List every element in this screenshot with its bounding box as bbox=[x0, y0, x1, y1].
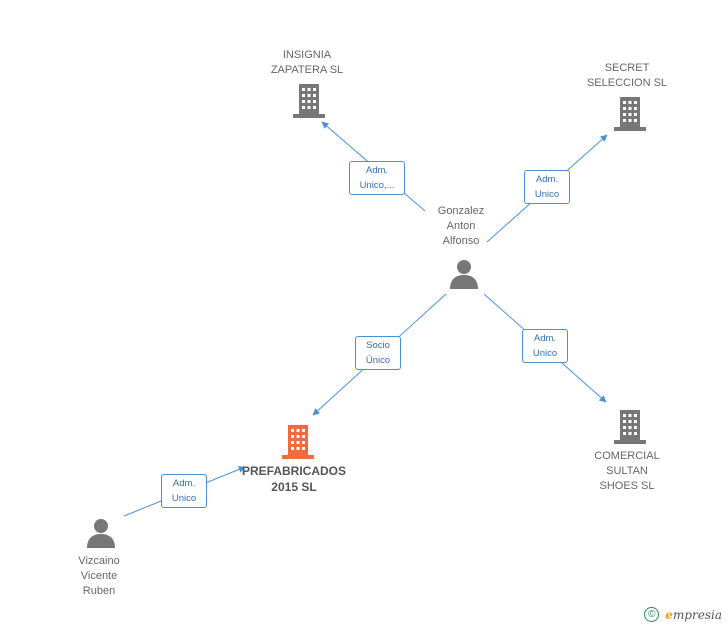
edge-label-comercial[interactable]: Adm. Unico bbox=[522, 329, 568, 363]
company-label-insignia[interactable]: INSIGNIA ZAPATERA SL bbox=[270, 49, 344, 76]
person-icon[interactable] bbox=[86, 518, 116, 548]
edge-label-secret[interactable]: Adm. Unico bbox=[524, 170, 570, 204]
company-label-secret[interactable]: SECRET SELECCION SL bbox=[586, 62, 668, 89]
person-icon[interactable] bbox=[449, 259, 479, 289]
edge-label-vizcaino[interactable]: Adm. Unico bbox=[161, 474, 207, 508]
person-label-gonzalez[interactable]: Gonzalez Anton Alfonso bbox=[437, 205, 485, 247]
building-icon[interactable] bbox=[614, 410, 646, 444]
edge-label-insignia[interactable]: Adm. Unico,... bbox=[349, 161, 405, 195]
brand-logo[interactable]: empresia bbox=[665, 607, 722, 622]
person-label-vizcaino[interactable]: Vizcaino Vicente Ruben bbox=[78, 555, 120, 597]
company-label-prefabricados[interactable]: PREFABRICADOS 2015 SL bbox=[241, 464, 347, 494]
company-label-comercial[interactable]: COMERCIAL SULTAN SHOES SL bbox=[594, 450, 660, 492]
building-icon[interactable] bbox=[282, 425, 314, 459]
footer-brand: © empresia bbox=[644, 607, 722, 622]
building-icon[interactable] bbox=[614, 97, 646, 131]
copyright-icon: © bbox=[644, 607, 660, 622]
edge-label-prefabricados[interactable]: Socio Único bbox=[355, 336, 401, 370]
building-icon[interactable] bbox=[293, 84, 325, 118]
